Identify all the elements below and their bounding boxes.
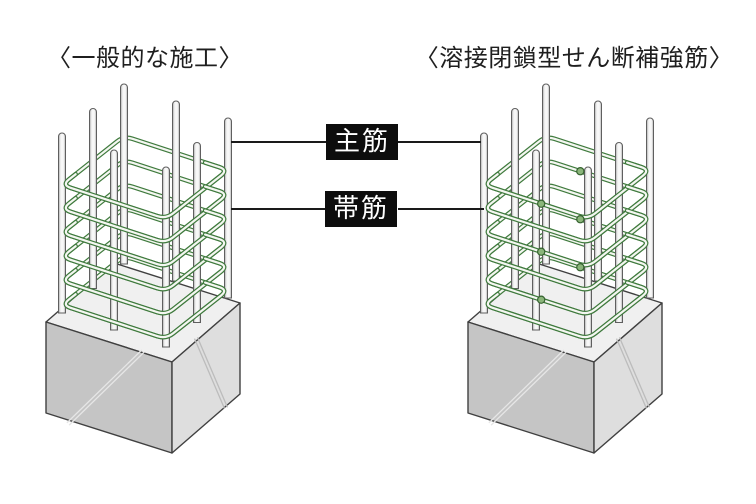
formwork-seam-line	[490, 351, 567, 426]
weld-point	[537, 295, 546, 304]
vertical-main-bar	[511, 108, 519, 289]
vertical-main-bar	[480, 132, 488, 314]
weld-point	[537, 247, 546, 256]
left-diagram-title: 〈一般的な施工〉	[47, 46, 243, 72]
left-rebar-cage	[58, 83, 232, 348]
right-diagram-title: 〈溶接閉鎖型せん断補強筋〉	[414, 46, 734, 72]
weld-point	[576, 215, 585, 224]
formwork-seam-line	[488, 349, 565, 424]
vertical-main-bar	[646, 117, 654, 299]
formwork-seam-line	[66, 349, 143, 424]
vertical-main-bar	[193, 142, 201, 323]
weld-point	[537, 199, 546, 208]
left-column-footing	[45, 262, 241, 454]
weld-point	[576, 167, 585, 176]
main-bar-callout: 主筋	[326, 124, 398, 160]
formwork-seam-line	[196, 337, 229, 408]
vertical-main-bar	[120, 83, 128, 265]
formwork-seam-line	[68, 351, 145, 426]
formwork-seam-line	[615, 338, 648, 409]
vertical-main-bar	[584, 166, 592, 348]
vertical-main-bar	[615, 142, 623, 323]
vertical-main-bar	[594, 100, 602, 282]
vertical-main-bar	[162, 166, 170, 348]
right-rebar-cage	[480, 83, 654, 348]
vertical-main-bar	[89, 108, 97, 289]
vertical-main-bar	[532, 149, 540, 331]
formwork-seam-line	[618, 337, 651, 408]
hoop-bar-callout: 帯筋	[325, 191, 397, 227]
right-column-footing	[467, 262, 663, 454]
weld-point	[576, 263, 585, 272]
vertical-main-bar	[172, 100, 180, 282]
vertical-main-bar	[542, 83, 550, 265]
formwork-seam-line	[193, 338, 226, 409]
vertical-main-bar	[224, 117, 232, 299]
vertical-main-bar	[110, 149, 118, 331]
vertical-main-bar	[58, 132, 66, 314]
